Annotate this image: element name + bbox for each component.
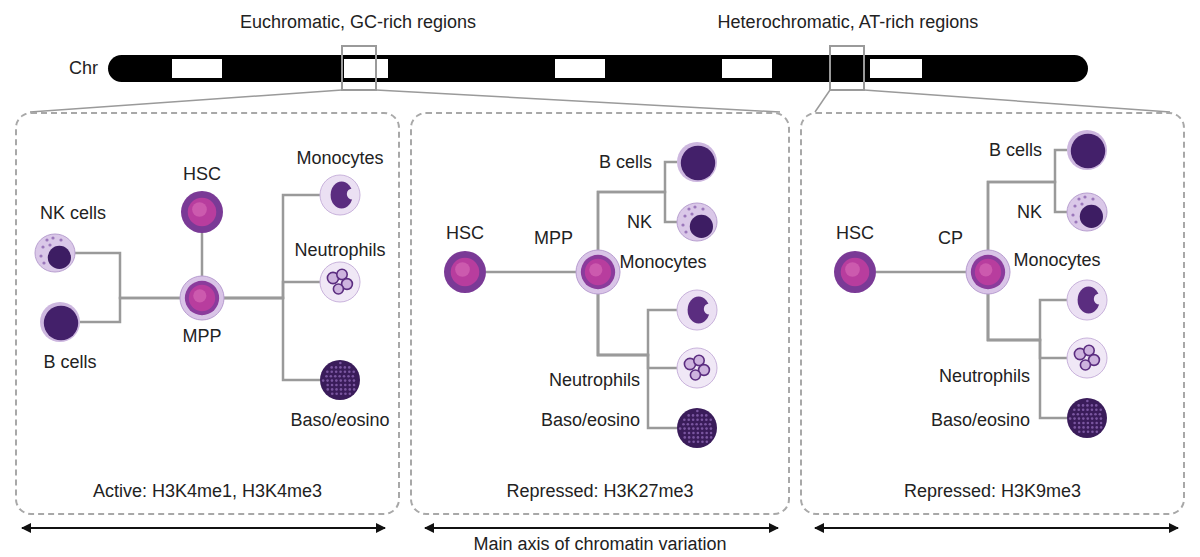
lineage-connector	[80, 298, 180, 322]
cell-label: Neutrophils	[294, 240, 385, 260]
lineage-connector	[988, 294, 1067, 340]
cell-label: NK cells	[40, 203, 106, 223]
cell-node: Neutrophils	[1067, 338, 1107, 378]
cell-node: NK cells	[35, 233, 75, 273]
cell-node: Monocytes	[320, 175, 360, 215]
cell-label: NK	[627, 212, 652, 232]
cell-node: NK	[1067, 192, 1107, 232]
cell-label: NK	[1017, 202, 1042, 222]
cell-label: B cells	[599, 152, 652, 172]
cell-illustration	[576, 250, 620, 294]
cell-node: MPP	[180, 276, 224, 320]
cell-illustration	[1067, 130, 1107, 170]
cell-label: Monocytes	[296, 148, 383, 168]
lineage-connector	[486, 271, 576, 274]
chromosome-bands	[172, 59, 922, 78]
cell-node: Neutrophils	[677, 348, 717, 388]
lineage-connector	[598, 294, 677, 428]
cell-illustration	[677, 142, 717, 182]
cell-node: Baso/eosino	[320, 360, 360, 400]
cell-illustration	[40, 302, 80, 342]
cell-node: HSC	[444, 251, 486, 293]
cell-node: Monocytes	[1067, 280, 1107, 320]
cell-label: Monocytes	[619, 252, 706, 272]
cell-node: Monocytes	[677, 290, 717, 330]
lineage-connector	[598, 294, 677, 355]
zoom-box	[342, 46, 864, 90]
cell-node: B cells	[677, 142, 717, 182]
cell-label: Baso/eosino	[931, 410, 1030, 430]
cell-illustration	[320, 262, 360, 302]
lineage-connector	[598, 162, 677, 250]
cell-illustration	[966, 250, 1010, 294]
cell-node: CP	[966, 250, 1010, 294]
cell-label: Baso/eosino	[541, 410, 640, 430]
chromatin-panel: Repressed: H3K27me3 HSC MPP B cellsNK Monocy…	[410, 112, 790, 515]
cell-illustration	[320, 360, 360, 400]
lineage-connector	[988, 294, 1067, 418]
cell-illustration	[677, 202, 717, 242]
cell-illustration	[320, 175, 360, 215]
cell-illustration	[1067, 280, 1107, 320]
cell-node: NK	[677, 202, 717, 242]
chromosome-label: Chr	[69, 58, 98, 78]
lineage-connector	[598, 192, 677, 250]
cell-node: MPP	[576, 250, 620, 294]
cell-label: Monocytes	[1013, 250, 1100, 270]
panel-caption: Repressed: H3K27me3	[412, 481, 788, 501]
cell-label: MPP	[182, 326, 221, 346]
cell-label: B cells	[989, 140, 1042, 160]
cell-node: HSC	[181, 191, 223, 233]
axis-label: Main axis of chromatin variation	[473, 534, 726, 554]
cell-illustration	[1067, 192, 1107, 232]
lineage-connector	[876, 271, 966, 274]
cell-label: HSC	[183, 164, 221, 184]
cell-label: MPP	[534, 228, 573, 248]
cell-illustration	[677, 408, 717, 448]
cell-node: Baso/eosino	[677, 408, 717, 448]
lineage-connector	[988, 150, 1067, 250]
lineage-connector	[988, 182, 1067, 250]
chromosome-bar	[108, 55, 1088, 82]
panel-caption: Active: H3K4me1, H3K4me3	[17, 481, 398, 501]
cell-node: B cells	[40, 302, 80, 342]
cell-label: B cells	[43, 352, 96, 372]
cell-node: B cells	[1067, 130, 1107, 170]
lineage-connector	[224, 298, 320, 380]
region-label: Euchromatic, GC-rich regions	[240, 12, 476, 32]
cell-label: CP	[938, 228, 963, 248]
cell-label: HSC	[836, 223, 874, 243]
cell-illustration	[834, 251, 876, 293]
panel-caption: Repressed: H3K9me3	[802, 481, 1183, 501]
cell-label: Neutrophils	[939, 366, 1030, 386]
lineage-connector	[224, 282, 320, 298]
axis-arrow	[22, 527, 1178, 529]
cell-illustration	[180, 276, 224, 320]
cell-illustration	[35, 233, 75, 273]
cell-node: HSC	[834, 251, 876, 293]
cell-label: Baso/eosino	[290, 410, 389, 430]
cell-node: Baso/eosino	[1067, 398, 1107, 438]
cell-illustration	[1067, 398, 1107, 438]
cell-node: Neutrophils	[320, 262, 360, 302]
cell-label: HSC	[446, 223, 484, 243]
cell-illustration	[677, 348, 717, 388]
chromatin-panel: Repressed: H3K9me3 HSC CP B cellsNK Monocyte…	[800, 112, 1185, 515]
cell-label: Neutrophils	[549, 370, 640, 390]
lineage-connector	[75, 253, 180, 298]
chromatin-panel: Active: H3K4me1, H3K4me3 HSC MPP NK cells B …	[15, 112, 400, 515]
zoom-lines	[30, 90, 1170, 112]
cell-illustration	[677, 290, 717, 330]
lineage-connector	[201, 233, 204, 276]
cell-illustration	[444, 251, 486, 293]
lineage-connector	[988, 294, 1067, 358]
cell-illustration	[1067, 338, 1107, 378]
region-label: Heterochromatic, AT-rich regions	[718, 12, 979, 32]
cell-illustration	[181, 191, 223, 233]
lineage-connector	[598, 294, 677, 368]
